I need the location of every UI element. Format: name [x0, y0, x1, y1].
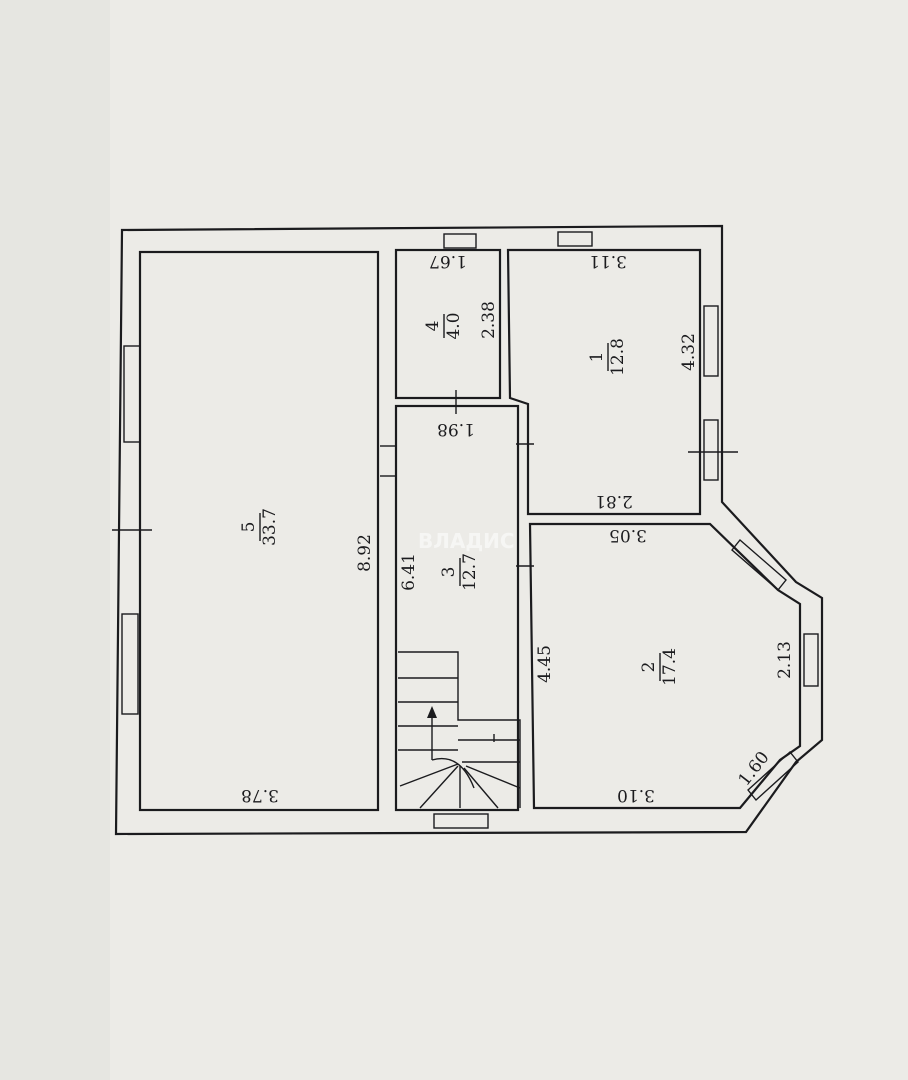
room-1-number: 1 — [587, 352, 607, 363]
room-4-area: 4.0 — [444, 312, 464, 339]
room-5-number: 5 — [239, 522, 259, 533]
window-room-2-diagonal — [731, 538, 787, 592]
room-3-area: 12.7 — [460, 553, 480, 591]
room-2-outline — [528, 522, 802, 810]
room-3-outline — [394, 404, 520, 812]
room-2-area: 17.4 — [660, 648, 680, 686]
room-5-outline — [138, 250, 380, 812]
dim-r3-top: 1.98 — [437, 419, 475, 439]
dim-r2-bay: 2.13 — [775, 641, 795, 679]
dim-r1-side: 4.32 — [679, 333, 699, 371]
dim-r4-top: 1.67 — [429, 251, 467, 271]
window-room-4 — [443, 233, 477, 249]
window-room-1-side — [703, 305, 719, 377]
outer-wall-outline — [114, 224, 824, 836]
dim-r3-side: 6.41 — [399, 553, 419, 591]
watermark: ВЛАДИС — [418, 529, 515, 553]
room-1-label: 1 12.8 — [587, 338, 628, 376]
window-room-1-top — [557, 231, 593, 247]
paper-shade — [0, 0, 110, 1080]
window-stair — [433, 813, 489, 829]
door-marks — [112, 390, 738, 567]
dim-r2-top: 3.05 — [609, 525, 647, 545]
dim-r2-side: 4.45 — [535, 645, 555, 683]
room-1-outline — [506, 248, 702, 516]
room-4-outline — [394, 248, 502, 400]
window-room-5-top — [123, 345, 141, 443]
window-room-2-bay — [803, 633, 819, 687]
window-room-1-side-2 — [703, 419, 719, 481]
dim-r1-top: 3.11 — [589, 251, 627, 271]
room-2-number: 2 — [639, 662, 659, 673]
dim-r4-side: 2.38 — [479, 301, 499, 339]
window-room-2-corner — [747, 750, 799, 802]
room-3-number: 3 — [439, 567, 459, 578]
room-2-label: 2 17.4 — [639, 648, 680, 686]
dim-r2-bottom: 3.10 — [617, 785, 655, 805]
room-4-label: 4 4.0 — [423, 312, 464, 339]
stair-arrow-head — [427, 706, 437, 718]
room-4-number: 4 — [423, 321, 443, 332]
room-3-label: 3 12.7 — [439, 553, 480, 591]
room-1-area: 12.8 — [608, 338, 628, 376]
dim-r5-height: 8.92 — [355, 534, 375, 572]
window-room-5-bottom — [121, 613, 139, 715]
windows — [121, 231, 819, 829]
dim-r5-width: 3.78 — [241, 785, 279, 805]
room-5-label: 5 33.7 — [239, 508, 280, 546]
stair — [398, 651, 521, 809]
room-5-area: 33.7 — [260, 508, 280, 546]
dim-r1-bottom: 2.81 — [595, 491, 633, 511]
